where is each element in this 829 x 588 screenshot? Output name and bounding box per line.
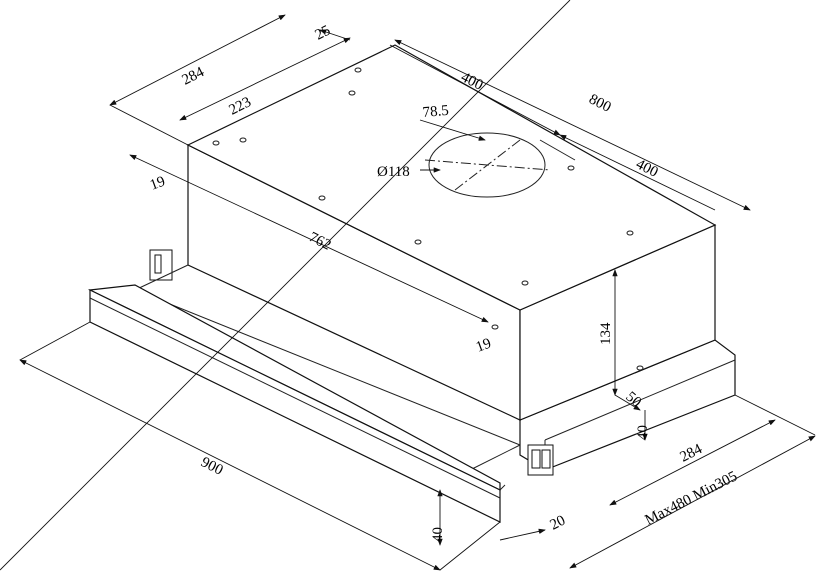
dim-25: 25: [313, 22, 334, 43]
dim-20: 20: [548, 512, 569, 533]
dim-134: 134: [598, 322, 614, 345]
dim-40-front: 40: [430, 527, 446, 542]
dim-78-5: 78.5: [422, 103, 450, 121]
dimension-lines: [0, 0, 816, 571]
dim-19-top: 19: [148, 174, 168, 194]
dim-19-bottom: 19: [474, 336, 494, 356]
dim-40-step: 40: [635, 425, 651, 440]
dim-extension-range: Max480 Min305: [643, 468, 740, 528]
dim-duct-diameter: Ø118: [377, 164, 410, 180]
dim-400-right: 400: [633, 156, 660, 180]
dim-800: 800: [586, 91, 613, 115]
dim-900: 900: [198, 454, 225, 478]
dim-284-base: 284: [678, 441, 706, 466]
